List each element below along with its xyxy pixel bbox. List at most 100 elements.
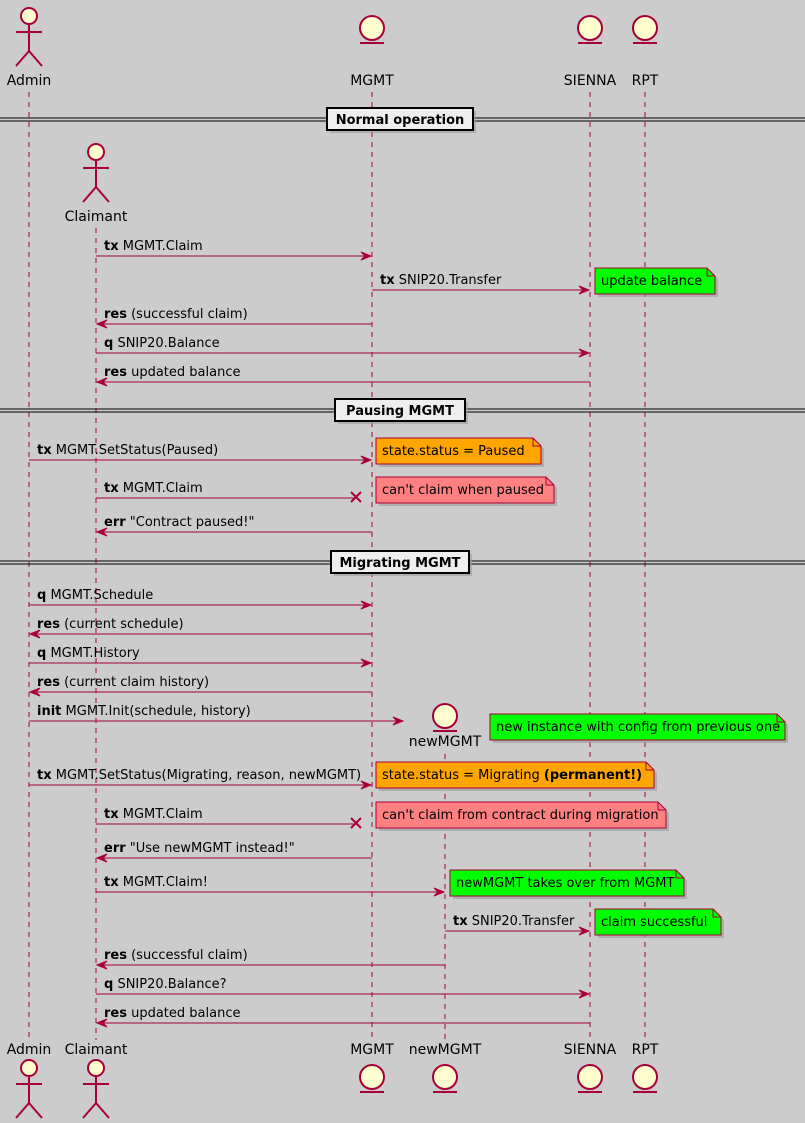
message-m18: tx SNIP20.Transfer [445, 914, 591, 936]
arrowhead-icon [360, 251, 373, 261]
entity-icon [577, 15, 603, 44]
message-m17: tx MGMT.Claim! [96, 875, 446, 897]
arrowhead-icon [95, 319, 108, 329]
arrowhead-icon [578, 926, 591, 936]
note-n3: can't claim when paused [375, 476, 557, 506]
message-label: err "Contract paused!" [104, 515, 254, 530]
message-label: init MGMT.Init(schedule, history) [37, 704, 251, 719]
message-label: res (successful claim) [104, 307, 248, 322]
arrowhead-icon [360, 455, 373, 465]
arrowhead-icon [95, 1018, 108, 1028]
note-text: new instance with config from previous o… [496, 720, 780, 735]
note-box [375, 801, 667, 829]
note-box [449, 869, 685, 897]
actor-icon [15, 7, 43, 67]
arrowhead-icon [360, 600, 373, 610]
note-n4: new instance with config from previous o… [489, 713, 788, 743]
notes: update balance state.status = Paused can't… [375, 267, 788, 938]
note-box [489, 713, 786, 741]
message-m6: tx MGMT.SetStatus(Paused) [29, 443, 373, 465]
actor-icon [82, 143, 110, 203]
footer-label-sienna: SIENNA [564, 1042, 617, 1058]
message-m4: q SNIP20.Balance [96, 336, 591, 358]
participant-label: Claimant [65, 209, 128, 225]
message-label: tx MGMT.Claim! [104, 875, 208, 890]
arrowhead-icon [95, 377, 108, 387]
message-m11: q MGMT.History [29, 646, 373, 668]
note-n6: can't claim from contract during migrati… [375, 801, 669, 831]
arrowhead-icon [95, 527, 108, 537]
arrowhead-icon [578, 989, 591, 999]
separator-normal: Normal operation [0, 107, 805, 133]
message-m20: q SNIP20.Balance? [96, 977, 591, 999]
note-box [375, 761, 655, 789]
message-m12: res (current claim history) [28, 675, 372, 697]
entity-icon [359, 15, 385, 44]
message-label: tx MGMT.Claim [104, 239, 203, 254]
message-label: q SNIP20.Balance? [104, 977, 227, 992]
arrowhead-icon [360, 780, 373, 790]
message-m16: err "Use newMGMT instead!" [95, 841, 372, 863]
message-label: res updated balance [104, 365, 240, 380]
separator-label: Pausing MGMT [346, 404, 454, 419]
note-box [594, 908, 722, 936]
participant-label: SIENNA [564, 73, 617, 89]
footer-label-claimant: Claimant [65, 1042, 128, 1058]
arrowhead-icon [392, 716, 405, 726]
messages: tx MGMT.Claim tx SNIP20.Transfer res (succ… [28, 239, 591, 1028]
note-text: state.status = Migrating (permanent!) [382, 768, 642, 783]
footer-label-rpt: RPT [632, 1042, 659, 1058]
note-n7: newMGMT takes over from MGMT [449, 869, 687, 899]
message-label: tx MGMT.SetStatus(Paused) [37, 443, 218, 458]
note-box [375, 437, 542, 465]
participant-label: RPT [632, 73, 659, 89]
separator-label: Migrating MGMT [339, 556, 460, 571]
message-m13: init MGMT.Init(schedule, history) [29, 704, 405, 726]
note-box [375, 476, 555, 504]
note-text: claim successful [601, 915, 707, 930]
message-m10: res (current schedule) [28, 617, 372, 639]
arrowhead-icon [95, 960, 108, 970]
message-m9: q MGMT.Schedule [29, 588, 373, 610]
arrowhead-icon [28, 629, 41, 639]
message-m8: err "Contract paused!" [95, 515, 372, 537]
message-label: tx SNIP20.Transfer [453, 914, 575, 929]
message-m7: tx MGMT.Claim [96, 481, 362, 503]
note-n1: update balance [594, 267, 718, 297]
message-label: res (successful claim) [104, 948, 248, 963]
note-text: newMGMT takes over from MGMT [456, 876, 674, 891]
message-label: res (current claim history) [37, 675, 209, 690]
footer-label-newmgmt: newMGMT [409, 1042, 482, 1058]
note-text: state.status = Paused [382, 444, 525, 459]
participant-claimant: Claimant [65, 143, 128, 225]
note-text: can't claim from contract during migrati… [382, 808, 659, 823]
participant-newmgmt: newMGMT [409, 703, 482, 750]
participant-label: Admin [7, 73, 52, 89]
separator-migrating: Migrating MGMT [0, 550, 805, 576]
note-text: update balance [601, 274, 702, 289]
message-label: tx MGMT.Claim [104, 481, 203, 496]
participant-mgmt: MGMT [350, 15, 394, 89]
arrowhead-icon [360, 658, 373, 668]
participant-label: newMGMT [409, 734, 482, 750]
message-m3: res (successful claim) [95, 307, 372, 329]
note-n5: state.status = Migrating (permanent!) [375, 761, 657, 791]
message-m14: tx MGMT.SetStatus(Migrating, reason, new… [29, 768, 373, 790]
arrowhead-icon [28, 687, 41, 697]
message-label: q MGMT.Schedule [37, 588, 153, 603]
message-label: q SNIP20.Balance [104, 336, 220, 351]
message-m19: res (successful claim) [95, 948, 445, 970]
arrowhead-icon [578, 348, 591, 358]
message-m15: tx MGMT.Claim [96, 807, 362, 829]
arrowhead-icon [578, 285, 591, 295]
separator-pausing: Pausing MGMT [0, 398, 805, 424]
message-label: tx MGMT.Claim [104, 807, 203, 822]
participant-admin: Admin [7, 7, 52, 89]
note-n8: claim successful [594, 908, 724, 938]
message-label: res (current schedule) [37, 617, 184, 632]
message-label: err "Use newMGMT instead!" [104, 841, 295, 856]
